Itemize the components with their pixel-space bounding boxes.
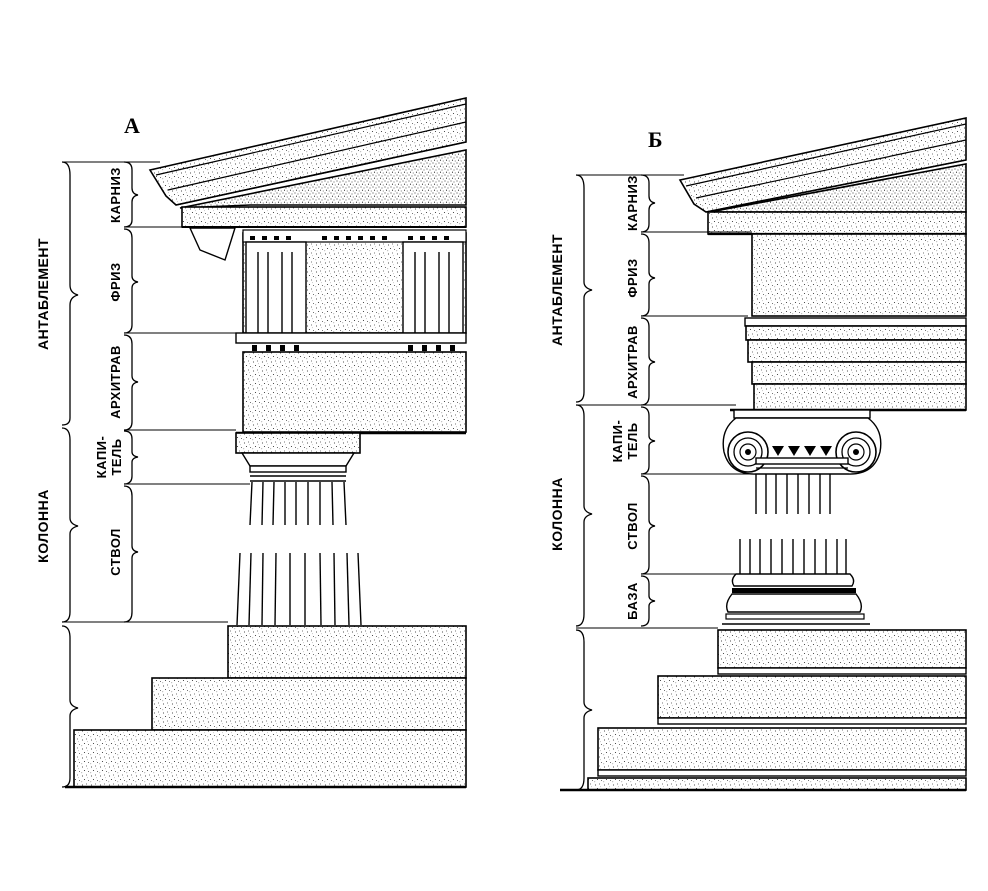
panel-b-capital xyxy=(722,409,882,475)
panel-b-label-architrave: АРХИТРАВ xyxy=(625,325,640,399)
volute-right xyxy=(835,431,877,473)
panel-a-part-brackets xyxy=(123,161,139,623)
panel-b-letter: Б xyxy=(648,127,663,152)
panel-a-letter: А xyxy=(124,113,140,138)
panel-b-label-cornice: КАРНИЗ xyxy=(625,175,640,231)
panel-a-stereobate xyxy=(65,625,467,789)
volute-left xyxy=(727,431,769,473)
panel-a-label-capital-2: ТЕЛЬ xyxy=(109,438,124,475)
panel-b-frieze xyxy=(751,233,967,317)
egg-and-dart xyxy=(772,446,832,456)
panel-b-label-column: КОЛОННА xyxy=(549,477,565,551)
panel-b-leader-lines xyxy=(576,174,756,629)
panel-b-cornice xyxy=(707,211,967,236)
panel-b-label-entablature: АНТАБЛЕМЕНТ xyxy=(549,234,565,346)
panel-b-label-capital-1: КАПИ- xyxy=(610,420,625,463)
panel-a-frieze xyxy=(242,229,467,334)
panel-b-base xyxy=(722,573,870,625)
panel-a-capital xyxy=(235,432,361,482)
panel-a-group-brackets xyxy=(61,161,79,788)
panel-a-leader-lines xyxy=(62,161,250,623)
triglyph-left xyxy=(245,241,307,334)
triglyph-right xyxy=(402,241,464,334)
panel-b-stereobate xyxy=(560,629,967,792)
panel-b-pediment xyxy=(678,117,967,213)
panel-a-label-capital-1: КАПИ- xyxy=(94,436,109,479)
panel-b-label-shaft: СТВОЛ xyxy=(625,502,640,549)
panel-b-label-capital-2: ТЕЛЬ xyxy=(625,422,640,459)
panel-b-group-brackets xyxy=(575,174,593,791)
panel-b-label-base: БАЗА xyxy=(625,582,640,620)
panel-a-architrave xyxy=(235,332,467,435)
panel-b-ionic-order: Б xyxy=(549,117,967,792)
panel-a-label-architrave: АРХИТРАВ xyxy=(108,345,123,419)
panel-a-label-shaft: СТВОЛ xyxy=(108,528,123,575)
panel-b-shaft xyxy=(739,474,847,574)
mutules-row xyxy=(250,236,449,240)
panel-b-part-brackets xyxy=(640,174,656,627)
panel-a-label-entablature: АНТАБЛЕМЕНТ xyxy=(35,238,51,350)
panel-a-label-column: КОЛОННА xyxy=(35,489,51,563)
panel-a-doric-order: А xyxy=(35,96,467,789)
panel-a-label-frieze: ФРИЗ xyxy=(108,262,123,301)
panel-b-architrave xyxy=(730,317,967,412)
panel-a-shaft xyxy=(236,481,362,626)
panel-a-pediment xyxy=(148,96,467,209)
panel-b-label-frieze: ФРИЗ xyxy=(625,258,640,297)
panel-a-label-cornice: КАРНИЗ xyxy=(108,167,123,223)
